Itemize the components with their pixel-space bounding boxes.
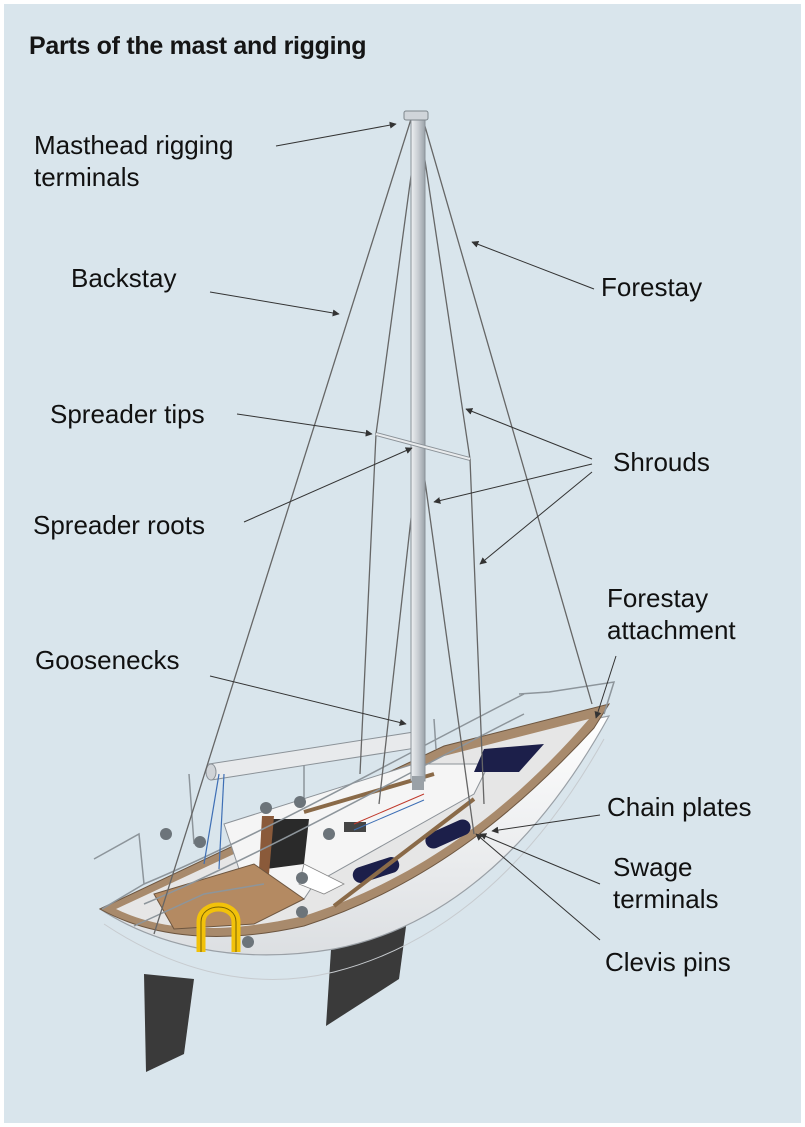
- diagram-title: Parts of the mast and rigging: [29, 32, 367, 60]
- label-forestay-attachment: Forestay attachment: [607, 583, 736, 645]
- upper-shroud-stbd: [423, 153, 485, 805]
- cockpit: [153, 863, 305, 930]
- rudder: [144, 974, 194, 1072]
- leader-spreader-tips: [236, 413, 373, 437]
- leader-forestay: [471, 240, 595, 290]
- lower-shroud-1: [378, 473, 417, 805]
- lower-shroud-2: [423, 473, 475, 835]
- upper-shroud-port: [359, 153, 415, 775]
- label-chain-plates: Chain plates: [607, 792, 752, 822]
- label-masthead-rigging-terminals: Masthead rigging terminals: [34, 130, 234, 192]
- label-shrouds: Shrouds: [613, 447, 710, 477]
- leader-goosenecks: [209, 675, 407, 726]
- diagram-frame: Parts of the mast and rigging Masthead r…: [4, 4, 801, 1123]
- leader-shrouds-1: [465, 408, 593, 460]
- label-clevis-pins: Clevis pins: [605, 947, 731, 977]
- leader-backstay: [209, 291, 340, 317]
- backstay-wire: [153, 115, 413, 935]
- masthead: [403, 110, 429, 121]
- leader-spreader-roots: [243, 447, 413, 523]
- leader-chain-plates: [491, 814, 601, 834]
- leader-shrouds-3: [479, 471, 593, 565]
- label-spreader-tips: Spreader tips: [50, 399, 205, 429]
- leader-shrouds-2: [433, 463, 593, 504]
- leader-masthead: [275, 121, 397, 147]
- sailboat-illustration: [93, 110, 617, 1072]
- leader-clevis-pins: [475, 833, 601, 941]
- label-swage-terminals: Swage terminals: [613, 852, 719, 914]
- label-forestay: Forestay: [601, 272, 703, 302]
- leader-swage-terminals: [479, 833, 601, 885]
- label-backstay: Backstay: [71, 263, 177, 293]
- forestay-wire: [421, 115, 593, 705]
- label-spreader-roots: Spreader roots: [33, 510, 205, 540]
- portlight-2: [425, 819, 471, 849]
- winches: [160, 796, 335, 948]
- label-goosenecks: Goosenecks: [35, 645, 180, 675]
- leader-forestay-attachment: [594, 655, 617, 719]
- leader-lines: [209, 121, 617, 941]
